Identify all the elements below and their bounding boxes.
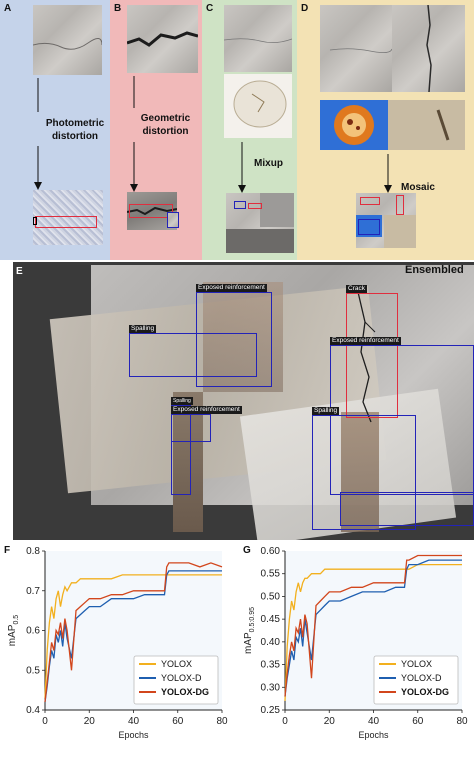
source-image-d1 xyxy=(320,5,392,92)
y-tick-label: 0.4 xyxy=(26,705,40,716)
y-tick-label: 0.50 xyxy=(261,591,281,602)
source-image-a xyxy=(33,5,102,75)
y-tick-label: 0.40 xyxy=(261,637,281,648)
detection-box-short xyxy=(171,405,191,495)
x-tick-label: 0 xyxy=(42,716,48,727)
panel-label-c: C xyxy=(206,3,214,14)
series-line-yolox-dg xyxy=(284,554,462,697)
detection-tag-exposed-2: Exposed reinforcement xyxy=(330,337,401,345)
op-text-a: Photometric distortion xyxy=(45,118,105,142)
detection-box-exposed-1 xyxy=(196,292,272,387)
op-text-c: Mixup xyxy=(254,158,283,169)
y-tick-label: 0.55 xyxy=(261,569,281,580)
detection-box-crack xyxy=(346,293,398,418)
source-image-b xyxy=(127,5,198,73)
x-axis-label: Epochs xyxy=(358,730,389,740)
y-tick-label: 0.25 xyxy=(261,705,281,716)
series-line-yolox xyxy=(44,574,222,699)
detection-tag-spalling-2: Spalling xyxy=(312,407,340,415)
legend-label: YOLOX-D xyxy=(161,673,202,683)
series-line-yolox-dg xyxy=(44,562,223,703)
y-tick-label: 0.30 xyxy=(261,682,281,693)
detection-box-exposed-4 xyxy=(340,492,474,526)
detection-tag-spalling-1: Spalling xyxy=(129,325,157,333)
legend-label: YOLOX xyxy=(401,659,432,669)
chart-g: 0.25 0.30 0.35 0.40 0.45 0.50 0.55 0.60 0 20 40 60 8… xyxy=(243,546,468,740)
detection-box-exposed-3 xyxy=(171,414,211,442)
augmented-image-c xyxy=(226,193,294,253)
legend-label: YOLOX-DG xyxy=(401,687,449,697)
y-tick-label: 0.7 xyxy=(26,586,40,597)
x-tick-label: 60 xyxy=(172,716,184,727)
panel-label-g: G xyxy=(243,545,251,556)
x-tick-label: 80 xyxy=(216,716,228,727)
y-axis-label: mAP0.5 xyxy=(7,615,20,647)
x-tick-label: 20 xyxy=(324,716,336,727)
x-tick-label: 20 xyxy=(84,716,96,727)
x-axis-label: Epochs xyxy=(118,730,149,740)
augmented-image-d xyxy=(356,193,416,248)
source-image-c1 xyxy=(224,5,292,72)
y-tick-label: 0.8 xyxy=(26,546,40,557)
x-tick-label: 60 xyxy=(412,716,424,727)
x-tick-label: 40 xyxy=(368,716,380,727)
y-tick-label: 0.45 xyxy=(261,614,281,625)
augmented-image-b-side xyxy=(167,212,179,228)
y-tick-label: 0.5 xyxy=(26,665,40,676)
op-text-d: Mosaic xyxy=(401,182,435,193)
legend-label: YOLOX-DG xyxy=(161,687,209,697)
x-tick-label: 40 xyxy=(128,716,140,727)
detection-box-spalling-1 xyxy=(129,333,257,377)
detection-tag-exposed-1: Exposed reinforcement xyxy=(196,284,267,292)
x-tick-label: 0 xyxy=(282,716,288,727)
legend-label: YOLOX xyxy=(161,659,192,669)
detection-tag-short: Spalling xyxy=(171,397,193,405)
source-image-c2 xyxy=(224,74,292,138)
panel-label-d: D xyxy=(301,3,309,14)
series-line-yolox-d xyxy=(284,559,462,697)
detection-tag-exposed-3: Exposed reinforcement xyxy=(171,406,242,414)
legend-label: YOLOX-D xyxy=(401,673,442,683)
source-image-d3 xyxy=(320,100,388,150)
op-text-b: Geometric distortion xyxy=(140,113,191,137)
y-tick-label: 0.60 xyxy=(261,546,281,557)
detection-box-spalling-2 xyxy=(312,415,416,530)
panel-label-f: F xyxy=(4,545,11,556)
y-axis-label: mAP0.5:0.95 xyxy=(243,607,256,654)
panel-label-a: A xyxy=(4,3,12,14)
source-image-d4 xyxy=(388,100,465,150)
flow-arrows xyxy=(34,76,392,193)
y-tick-label: 0.35 xyxy=(261,660,281,671)
x-tick-label: 80 xyxy=(456,716,468,727)
detection-tag-crack: Crack xyxy=(346,285,367,293)
augmented-image-a xyxy=(33,190,103,245)
panel-label-b: B xyxy=(114,3,122,14)
y-tick-label: 0.6 xyxy=(26,626,40,637)
series-line-yolox xyxy=(284,563,462,701)
source-image-d2 xyxy=(392,5,465,92)
ensembled-title: Ensembled xyxy=(405,264,464,276)
panel-label-e: E xyxy=(16,266,23,277)
